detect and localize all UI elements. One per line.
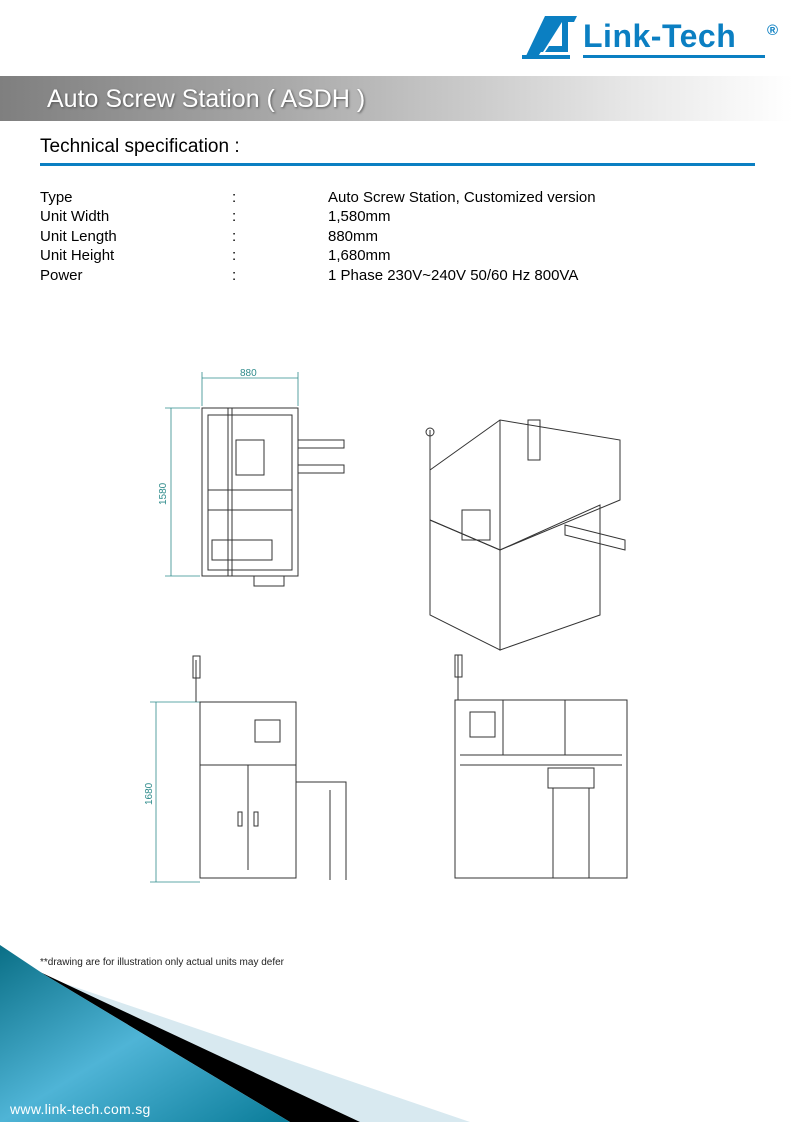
page-title: Auto Screw Station ( ASDH ) [47, 85, 366, 113]
brand-underline [583, 55, 765, 58]
spec-separator: : [232, 189, 237, 206]
depth-dimension-label: 1580 [158, 482, 169, 505]
spec-value: 1,680mm [328, 247, 391, 265]
brand-name: Link-Tech [583, 18, 737, 54]
spec-value: 1,580mm [328, 208, 391, 226]
spec-separator: : [232, 266, 237, 284]
website-link[interactable]: www.link-tech.com.sg [10, 1101, 151, 1117]
title-banner [0, 76, 793, 121]
drawing-disclaimer: **drawing are for illustration only actu… [40, 957, 285, 968]
spec-value: 880mm [328, 227, 379, 245]
link-tech-logo-icon [522, 16, 577, 59]
width-dimension-label: 880 [240, 368, 257, 379]
spec-label: Unit Height [40, 247, 115, 265]
spec-separator: : [232, 227, 237, 245]
spec-label: Unit Length [40, 227, 117, 245]
footer-teal-swoosh [0, 945, 290, 1122]
top-view-drawing [201, 407, 345, 587]
spec-label: Type [40, 189, 73, 206]
height-dimension-label: 1680 [144, 782, 155, 805]
footer-black-swoosh [40, 972, 360, 1122]
front-view-drawing [192, 655, 347, 880]
spec-label: Unit Width [40, 208, 110, 226]
spec-separator: : [232, 247, 237, 265]
spec-divider [40, 163, 755, 166]
isometric-view-drawing [425, 419, 626, 651]
footer-light-swoosh [40, 975, 470, 1122]
spec-separator: : [232, 208, 237, 226]
spec-value: 1 Phase 230V~240V 50/60 Hz 800VA [328, 266, 579, 284]
registered-mark: ® [767, 22, 779, 39]
side-view-drawing [454, 654, 628, 879]
spec-heading: Technical specification : [40, 136, 240, 157]
dimension-lines [150, 372, 299, 883]
spec-value: Auto Screw Station, Customized version [328, 189, 596, 206]
spec-label: Power [40, 266, 83, 284]
